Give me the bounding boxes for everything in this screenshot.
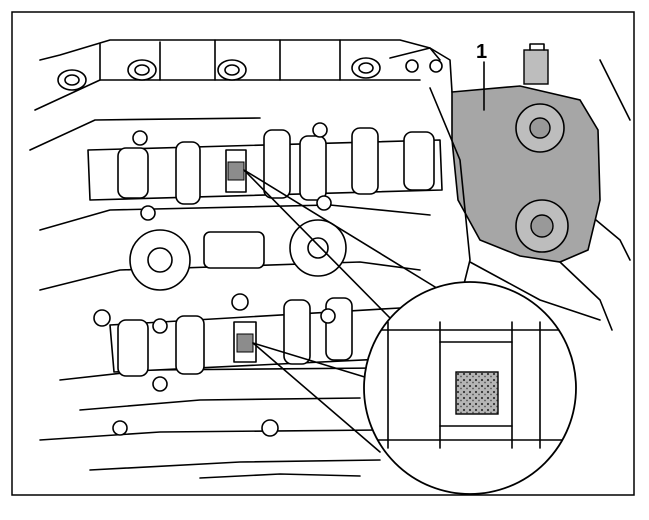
upper-bolts (57, 57, 381, 91)
magnified-detail (363, 281, 577, 495)
callout-number: 1 (476, 41, 487, 63)
upper-camshaft (87, 122, 443, 221)
upper-camshaft-marking (227, 161, 245, 181)
magnifier-leaders (243, 169, 441, 453)
right-hardware (389, 47, 631, 331)
middle-bearings (129, 219, 347, 291)
magnified-marking (455, 371, 499, 415)
lower-camshaft-marking (236, 333, 254, 353)
lower-camshaft (93, 293, 405, 437)
high-pressure-pump (451, 43, 601, 263)
cylinder-head (29, 39, 441, 479)
